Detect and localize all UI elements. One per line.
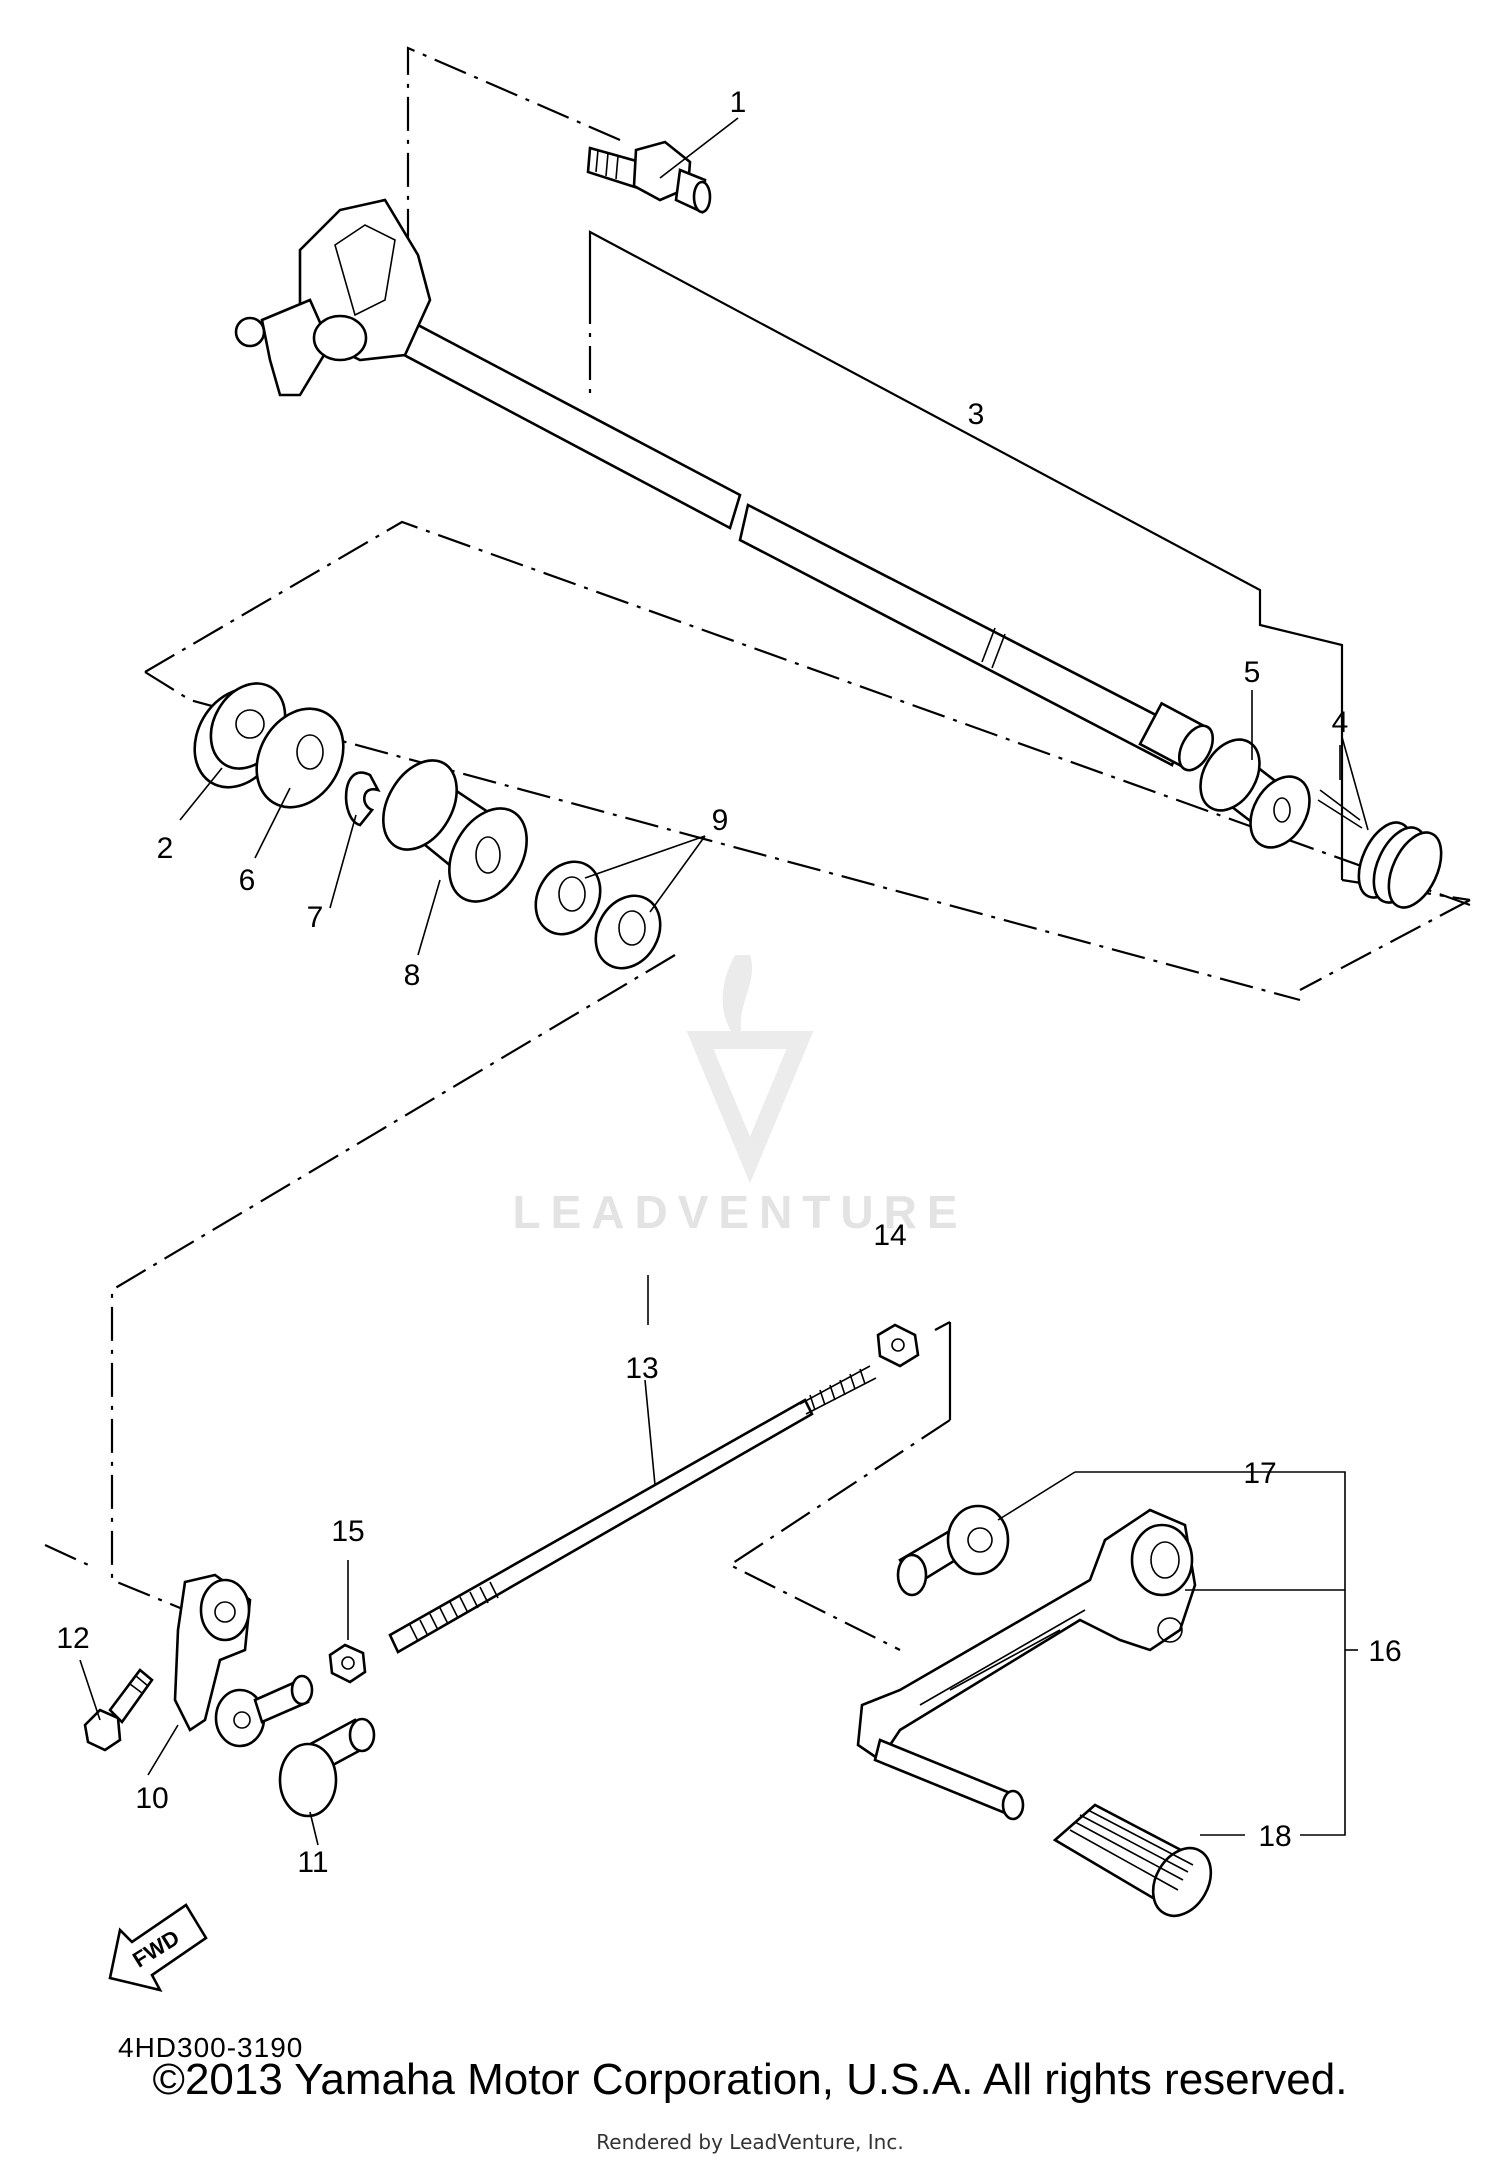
part-12-bolt <box>83 1668 154 1752</box>
callout-10: 10 <box>135 1782 168 1815</box>
part-6-washer <box>255 707 345 809</box>
part-10-shift-arm <box>173 1573 252 1732</box>
callout-18: 18 <box>1258 1820 1291 1853</box>
callout-13: 13 <box>625 1352 658 1385</box>
callout-8: 8 <box>404 959 421 992</box>
callout-17: 17 <box>1243 1457 1276 1490</box>
callout-5: 5 <box>1244 656 1261 689</box>
part-9-oil-seal <box>534 860 662 970</box>
callout-3: 3 <box>968 398 985 431</box>
callout-1: 1 <box>730 86 747 119</box>
lower-frames <box>44 954 952 1651</box>
callout-15: 15 <box>331 1515 364 1548</box>
part-11-joint <box>278 1717 376 1818</box>
callout-labels: 1 2 3 4 5 6 7 8 9 10 11 12 13 14 15 16 1… <box>56 86 1401 1879</box>
callout-7: 7 <box>307 901 324 934</box>
copyright-notice: ©2013 Yamaha Motor Corporation, U.S.A. A… <box>152 2055 1348 2104</box>
callout-9: 9 <box>712 804 729 837</box>
part-4-spring <box>1317 789 1443 909</box>
part-16-shift-pedal <box>856 1508 1197 1821</box>
leader-lines <box>79 117 1369 1846</box>
part-18-footrest-rubber <box>1052 1803 1213 1918</box>
callout-2: 2 <box>157 832 174 865</box>
rendered-by-notice: Rendered by LeadVenture, Inc. <box>596 2130 904 2154</box>
part-1-bolt <box>586 140 712 214</box>
part-joint-pin <box>214 1674 314 1748</box>
fwd-arrow-icon: FWD <box>108 1903 208 1992</box>
part-14-nut <box>876 1323 920 1368</box>
part-17-joint <box>896 1504 1010 1597</box>
callout-6: 6 <box>239 864 256 897</box>
part-15-nut <box>328 1643 367 1684</box>
part-7-circlip <box>344 771 381 827</box>
callout-12: 12 <box>56 1622 89 1655</box>
callout-11: 11 <box>297 1846 328 1879</box>
callout-16: 16 <box>1368 1635 1401 1668</box>
shift-arm <box>234 198 432 397</box>
shift-shaft <box>370 303 1215 772</box>
part-13-shift-rod <box>388 1365 877 1654</box>
watermark-text: LEADVENTURE <box>512 1186 967 1238</box>
callout-14: 14 <box>873 1219 906 1252</box>
part-5-bushing <box>1199 738 1311 849</box>
part-8-bushing <box>382 759 528 903</box>
watermark-logo-icon <box>686 955 814 1184</box>
callout-4: 4 <box>1332 706 1349 739</box>
drawing-code: 4HD300-3190 <box>118 2032 303 2063</box>
